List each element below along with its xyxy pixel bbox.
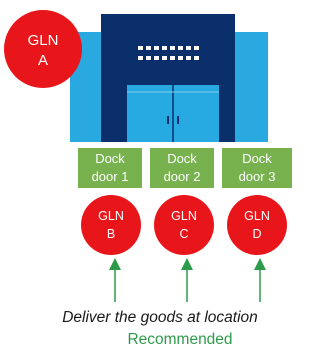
building-entrance-door — [127, 85, 219, 142]
dock-door-3: Dock door 3 — [222, 148, 292, 188]
gln-a-label-line2: A — [38, 52, 48, 69]
gln-d-circle: GLN D — [227, 195, 287, 255]
caption-main-text: Deliver the goods at location — [62, 309, 258, 326]
building-windows — [138, 46, 199, 60]
dock-door-3-label-line1: Dock — [242, 151, 272, 166]
gln-b-label-line2: B — [107, 227, 115, 241]
gln-c-circle: GLN C — [154, 195, 214, 255]
dock-door-2-label-line2: door 2 — [164, 169, 201, 184]
dock-door-1-label-line1: Dock — [95, 151, 125, 166]
dock-door-3-label-line2: door 3 — [239, 169, 276, 184]
gln-a-label-line1: GLN — [28, 32, 59, 49]
gln-a-circle: GLN A — [4, 10, 82, 88]
warehouse-building — [70, 14, 268, 142]
gln-c-label-line1: GLN — [171, 209, 197, 223]
dock-door-1: Dock door 1 — [78, 148, 142, 188]
gln-b-label-line1: GLN — [98, 209, 124, 223]
gln-d-label-line1: GLN — [244, 209, 270, 223]
gln-b-circle: GLN B — [81, 195, 141, 255]
dock-door-2: Dock door 2 — [150, 148, 214, 188]
dock-door-2-label-line1: Dock — [167, 151, 197, 166]
gln-d-label-line2: D — [252, 227, 261, 241]
gln-c-label-line2: C — [179, 227, 188, 241]
dock-door-1-label-line2: door 1 — [92, 169, 129, 184]
caption-recommended-text: Recommended — [127, 331, 232, 348]
